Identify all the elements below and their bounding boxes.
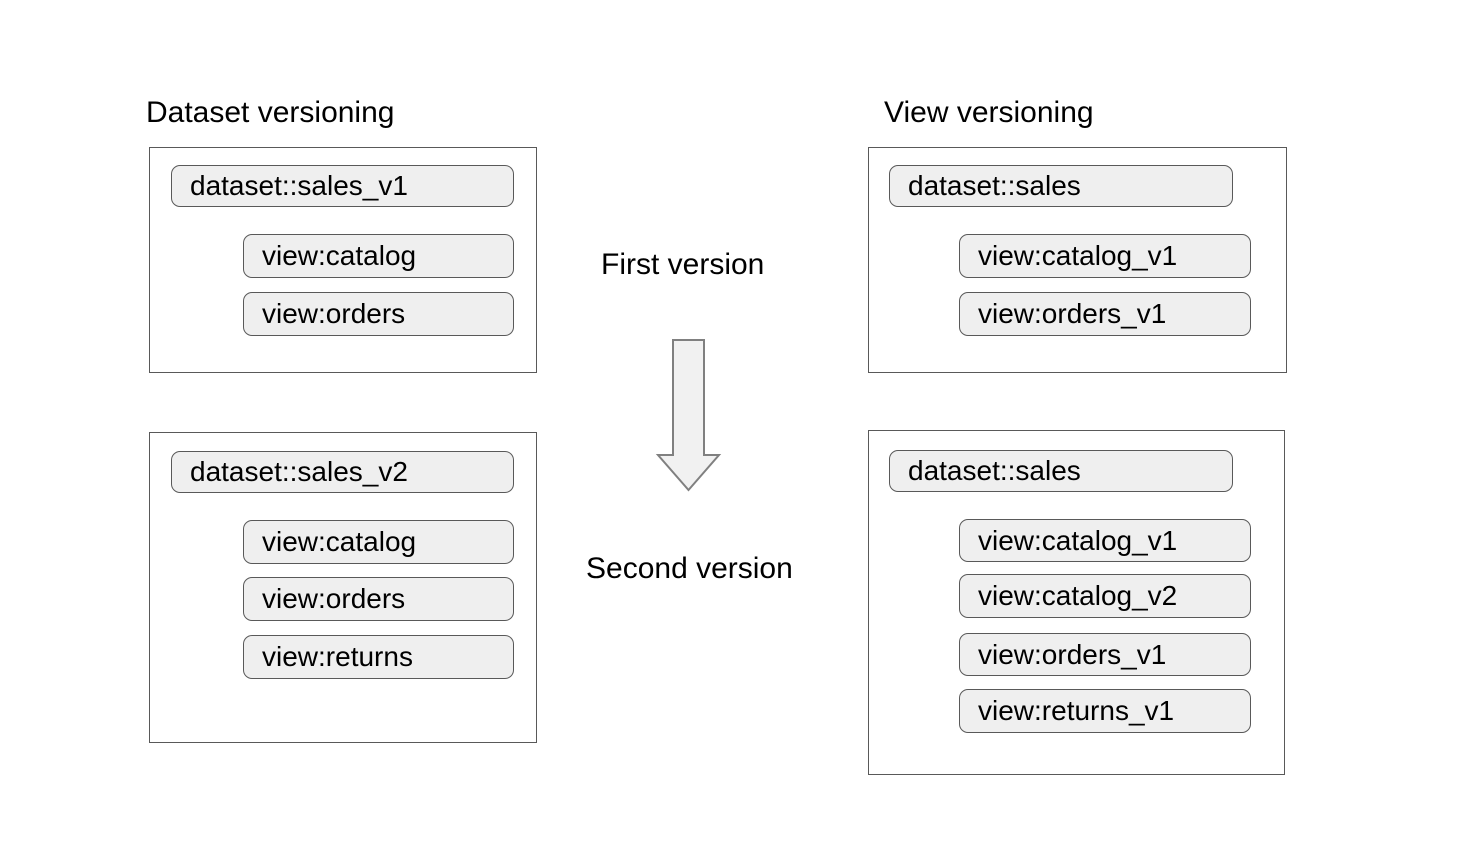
view-node: view:catalog_v1 (959, 519, 1251, 562)
view-versioning-box-first: dataset::sales view:catalog_v1 view:orde… (868, 147, 1287, 373)
view-node-label: view:orders_v1 (978, 298, 1167, 329)
view-node: view:orders_v1 (959, 633, 1251, 676)
view-node: view:returns (243, 635, 514, 679)
view-node: view:catalog_v1 (959, 234, 1251, 278)
view-node: view:catalog (243, 520, 514, 564)
view-node-label: view:catalog_v2 (978, 580, 1178, 611)
dataset-node-label: dataset::sales_v1 (190, 170, 408, 201)
dataset-versioning-box-v1: dataset::sales_v1 view:catalog view:orde… (149, 147, 537, 373)
dataset-versioning-title: Dataset versioning (146, 96, 395, 129)
view-node: view:catalog_v2 (959, 574, 1251, 618)
dataset-node: dataset::sales (889, 450, 1233, 492)
dataset-node-label: dataset::sales (908, 170, 1081, 201)
view-versioning-box-second: dataset::sales view:catalog_v1 view:cata… (868, 430, 1285, 775)
view-node-label: view:catalog (262, 526, 417, 557)
dataset-node: dataset::sales_v2 (171, 451, 514, 493)
dataset-node-label: dataset::sales_v2 (190, 456, 408, 487)
first-version-label: First version (601, 248, 765, 281)
second-version-label: Second version (586, 552, 793, 585)
view-node: view:catalog (243, 234, 514, 278)
view-node: view:orders_v1 (959, 292, 1251, 336)
view-node-label: view:orders (262, 583, 406, 614)
dataset-node-label: dataset::sales (908, 455, 1081, 486)
view-node-label: view:catalog (262, 240, 417, 271)
view-node-label: view:catalog_v1 (978, 240, 1178, 271)
view-node: view:returns_v1 (959, 689, 1251, 733)
view-node-label: view:catalog_v1 (978, 524, 1178, 556)
view-node: view:orders (243, 577, 514, 621)
dataset-versioning-box-v2: dataset::sales_v2 view:catalog view:orde… (149, 432, 537, 743)
dataset-node: dataset::sales (889, 165, 1233, 207)
down-arrow-icon (650, 335, 728, 495)
dataset-node: dataset::sales_v1 (171, 165, 514, 207)
view-node-label: view:returns_v1 (978, 695, 1175, 726)
view-versioning-title: View versioning (884, 96, 1094, 129)
view-node-label: view:returns (262, 641, 413, 672)
view-node-label: view:orders_v1 (978, 638, 1167, 670)
view-node: view:orders (243, 292, 514, 336)
view-node-label: view:orders (262, 298, 406, 329)
